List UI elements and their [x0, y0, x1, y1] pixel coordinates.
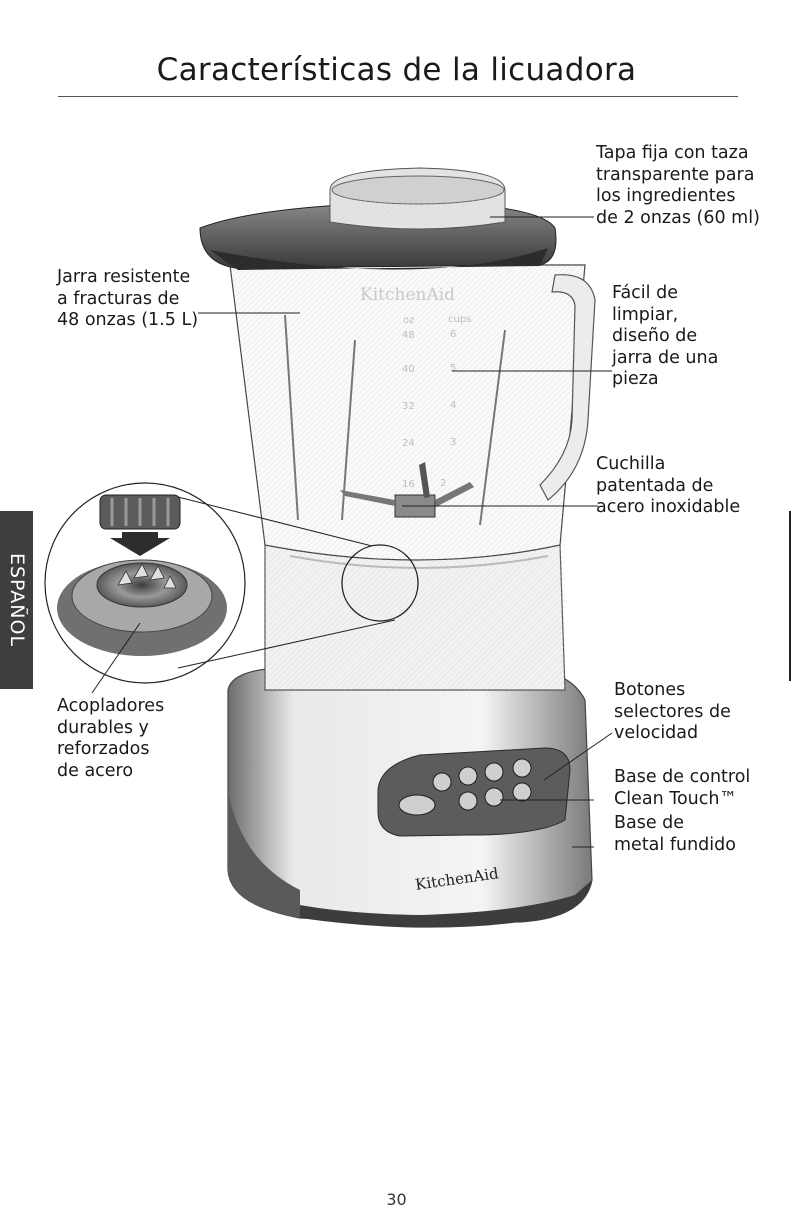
blender-base: KitchenAid	[227, 667, 593, 928]
jar-brand-logo: KitchenAid	[360, 285, 455, 305]
blender-jar: KitchenAid oz cups 48 6 40 5 32 4 24 3 1…	[229, 264, 596, 561]
leader-lines	[91, 216, 613, 848]
svg-text:40: 40	[402, 364, 415, 375]
side-tab-label: ESPAÑOL	[5, 552, 28, 648]
svg-text:oz: oz	[403, 315, 414, 326]
coupler-detail	[44, 482, 246, 684]
svg-text:4: 4	[450, 400, 456, 411]
page-number: 30	[386, 1190, 407, 1209]
svg-text:24: 24	[402, 438, 415, 449]
language-side-tab: ESPAÑOL	[0, 511, 33, 689]
blade-assembly	[340, 462, 474, 518]
page-edge-mark	[789, 511, 791, 681]
magnifier-circle	[341, 544, 419, 622]
page-title: Características de la licuadora	[156, 52, 637, 88]
svg-text:cups: cups	[448, 314, 471, 325]
blender-lid	[199, 167, 557, 270]
svg-text:5: 5	[450, 363, 456, 374]
svg-text:6: 6	[450, 329, 456, 340]
svg-text:3: 3	[450, 437, 456, 448]
svg-text:32: 32	[402, 401, 415, 412]
magnifier-line-bottom	[177, 619, 396, 669]
title-rule	[58, 96, 738, 97]
svg-text:16: 16	[402, 479, 415, 490]
svg-text:48: 48	[402, 330, 415, 341]
magnifier-line-top	[177, 496, 373, 547]
jar-measurements: oz cups 48 6 40 5 32 4 24 3 16 2	[402, 314, 471, 490]
svg-text:2: 2	[440, 478, 446, 489]
